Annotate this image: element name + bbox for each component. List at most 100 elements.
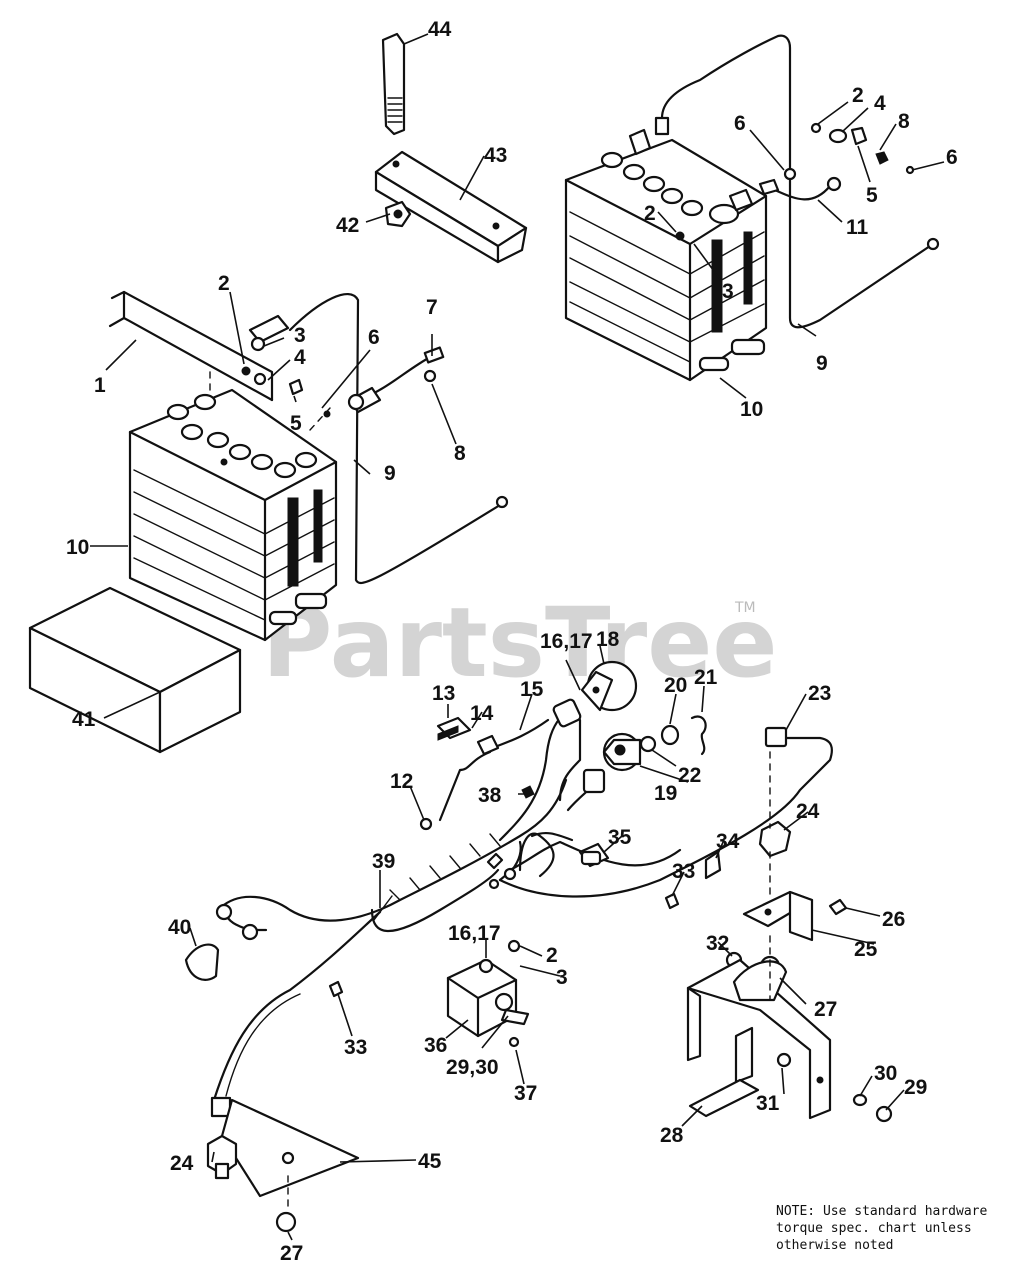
callout-5: 5 — [290, 412, 302, 435]
callout-8: 8 — [454, 442, 466, 465]
callout-2-right: 2 — [852, 84, 864, 107]
callout-23: 23 — [808, 682, 831, 705]
washer-20-and-clip-21 — [660, 715, 707, 756]
callout-30: 30 — [874, 1062, 897, 1085]
callout-2-right-battery: 2 — [644, 202, 656, 225]
callout-24-top: 24 — [796, 800, 820, 823]
callout-35: 35 — [608, 826, 632, 849]
nut-29 — [875, 1105, 893, 1123]
callout-39: 39 — [372, 850, 395, 873]
bracket-43 — [374, 150, 528, 264]
callout-33-right: 33 — [672, 860, 695, 883]
callout-labels: 1 2 3 4 5 6 7 8 9 10 2 4 8 6 6 5 2 3 11 … — [66, 18, 958, 1265]
bracket-25 — [742, 890, 814, 942]
callout-13: 13 — [432, 682, 455, 705]
watermark-tm: TM — [734, 600, 756, 616]
callout-32: 32 — [706, 932, 729, 955]
right-battery — [564, 128, 768, 382]
battery-tray-41 — [28, 586, 242, 754]
nut-27b — [275, 1211, 297, 1233]
note-line-1: NOTE: Use standard hardware — [776, 1204, 988, 1219]
callout-37: 37 — [514, 1082, 537, 1105]
left-hold-down-strap — [108, 290, 304, 402]
callout-34: 34 — [716, 830, 740, 853]
fuse-holder — [436, 716, 472, 741]
callout-29: 29 — [904, 1076, 927, 1099]
callout-33-left: 33 — [344, 1036, 367, 1059]
callout-28: 28 — [660, 1124, 684, 1147]
left-battery-cable — [288, 293, 509, 585]
callout-24-bottom: 24 — [170, 1152, 194, 1175]
callout-25: 25 — [854, 938, 878, 961]
callout-45: 45 — [418, 1150, 442, 1173]
callout-19: 19 — [654, 782, 677, 805]
wiring-harness-39 — [210, 698, 833, 1118]
right-battery-cable — [654, 34, 940, 329]
callout-3-right: 3 — [722, 280, 734, 303]
callout-41: 41 — [72, 708, 96, 731]
callout-10-right: 10 — [740, 398, 763, 421]
terminal-38 — [521, 785, 535, 799]
callout-6: 6 — [368, 326, 380, 349]
callout-40: 40 — [168, 916, 191, 939]
right-hardware — [810, 122, 915, 175]
seat-bracket-28 — [686, 958, 832, 1120]
callout-26: 26 — [882, 908, 905, 931]
callout-36: 36 — [424, 1034, 447, 1057]
callout-42: 42 — [336, 214, 359, 237]
callout-44: 44 — [428, 18, 452, 41]
callout-16-17-top: 16,17 — [540, 630, 593, 653]
callout-11: 11 — [846, 216, 869, 239]
boot-40 — [184, 943, 220, 981]
top-bolt-44 — [381, 32, 406, 136]
clip-33a — [664, 892, 680, 910]
callout-12: 12 — [390, 770, 413, 793]
solenoid-36 — [446, 939, 530, 1048]
torque-note: NOTE: Use standard hardware torque spec.… — [776, 1203, 1008, 1254]
washer-30 — [852, 1093, 868, 1107]
callout-22: 22 — [678, 764, 701, 787]
callout-27-top: 27 — [814, 998, 837, 1021]
callout-4-right: 4 — [874, 92, 886, 115]
callout-15: 15 — [520, 678, 544, 701]
callout-6-right: 6 — [946, 146, 958, 169]
callout-27-bottom: 27 — [280, 1242, 303, 1265]
callout-7: 7 — [426, 296, 438, 319]
note-line-3: otherwise noted — [776, 1238, 894, 1253]
callout-1: 1 — [94, 374, 106, 397]
callout-2-solenoid: 2 — [546, 944, 558, 967]
hour-meter-18 — [580, 660, 638, 712]
nut-42 — [384, 200, 412, 228]
callout-8-right: 8 — [898, 110, 910, 133]
watermark-text: PartsTree — [262, 587, 777, 699]
callout-20: 20 — [664, 674, 687, 697]
callout-5-right: 5 — [866, 184, 878, 207]
left-battery — [128, 388, 338, 642]
callout-9-right: 9 — [816, 352, 828, 375]
connector-35 — [580, 850, 602, 866]
leader-lines — [90, 33, 945, 1241]
callout-29-30-solenoid: 29,30 — [446, 1056, 499, 1079]
switch-24-bottom — [206, 1134, 238, 1180]
callout-4: 4 — [294, 346, 306, 369]
callout-6-right-top: 6 — [734, 112, 746, 135]
callout-3-solenoid: 3 — [556, 966, 568, 989]
callout-9: 9 — [384, 462, 396, 485]
callout-14: 14 — [470, 702, 494, 725]
key-switch-19 — [602, 732, 657, 772]
callout-31: 31 — [756, 1092, 780, 1115]
callout-18: 18 — [596, 628, 620, 651]
callout-10: 10 — [66, 536, 89, 559]
note-line-2: torque spec. chart unless — [776, 1221, 972, 1236]
callout-2: 2 — [218, 272, 230, 295]
callout-38: 38 — [478, 784, 502, 807]
switch-24-top — [758, 820, 792, 858]
bottom-plate-45 — [220, 1098, 360, 1198]
callout-3: 3 — [294, 324, 306, 347]
callout-21: 21 — [694, 666, 718, 689]
callout-16-17-bottom: 16,17 — [448, 922, 501, 945]
callout-43: 43 — [484, 144, 507, 167]
bolt-26 — [828, 898, 848, 916]
clip-33b — [328, 980, 344, 998]
